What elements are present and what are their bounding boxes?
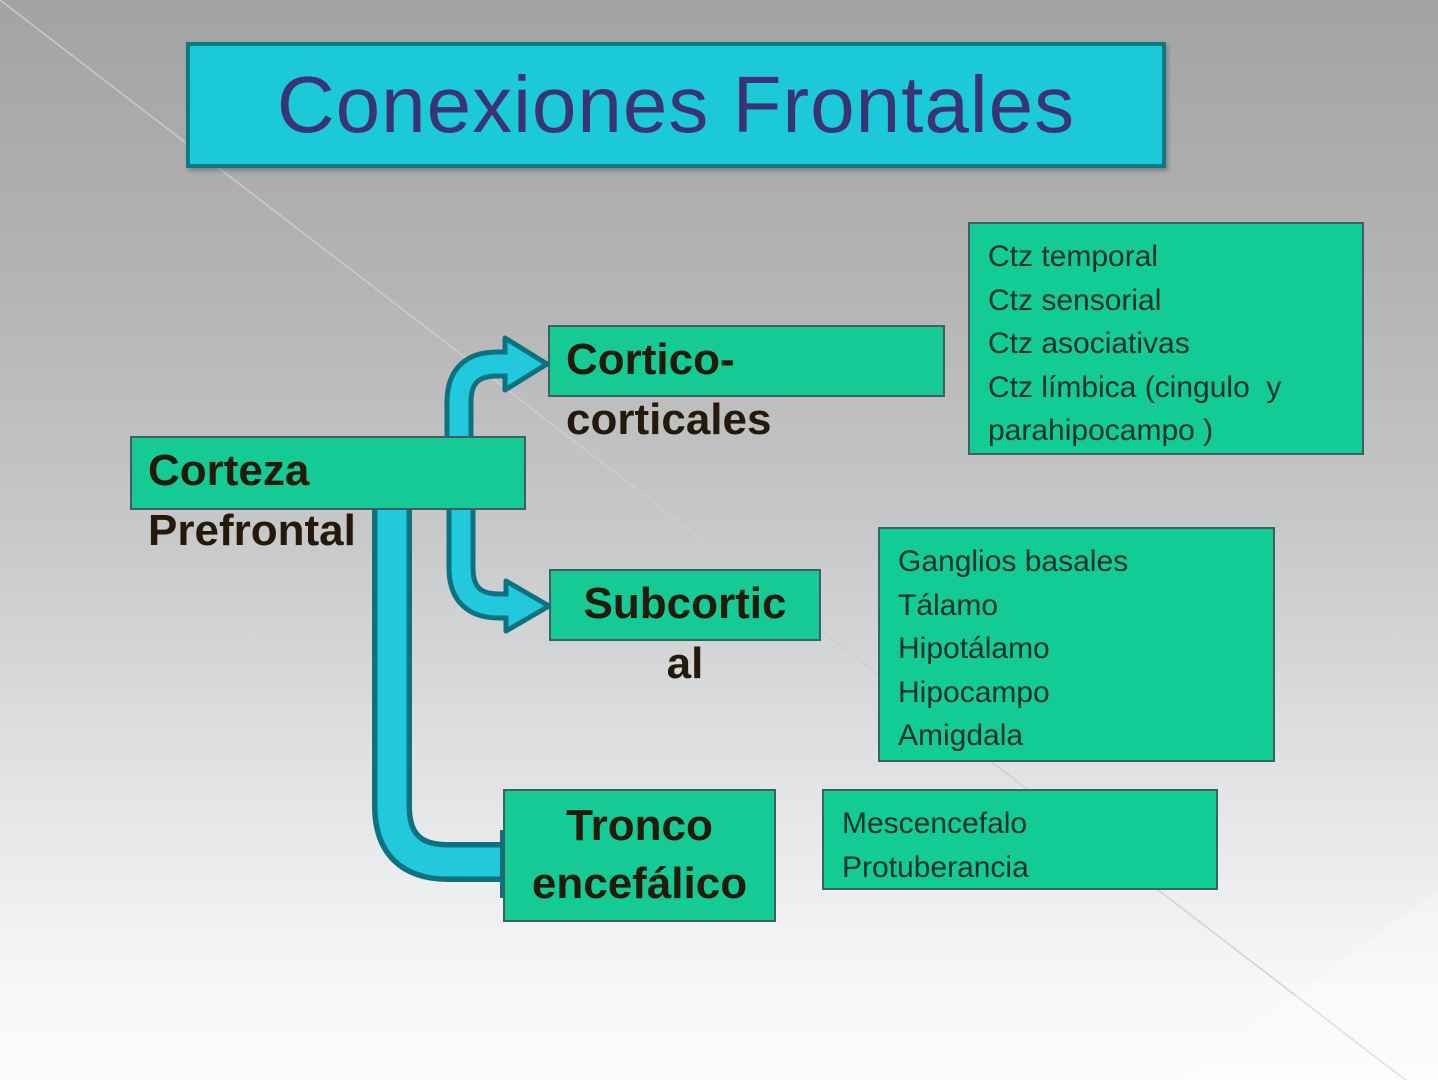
list-item: Mescencefalo: [842, 807, 1028, 840]
title-box: Conexiones Frontales: [186, 42, 1166, 168]
node-cortico-corticales: [548, 325, 945, 397]
node-subcortical: [549, 569, 821, 641]
list-item: parahipocampo ): [988, 414, 1214, 447]
arrow-to-subcortical-icon: [446, 506, 552, 634]
list-subcortical-targets: Ganglios basales Tálamo Hipotálamo Hipoc…: [878, 527, 1275, 762]
list-cortico-targets: Ctz temporal Ctz sensorial Ctz asociativ…: [968, 222, 1364, 455]
list-item: Ganglios basales: [898, 545, 1129, 578]
node-cortico-corticales-label: Cortico- corticales: [566, 335, 772, 444]
list-item: Protuberancia: [842, 850, 1029, 884]
list-item: Ctz sensorial: [988, 283, 1162, 317]
node-corteza-prefrontal-label: Corteza Prefrontal: [148, 446, 356, 555]
node-corteza-prefrontal: [130, 436, 526, 510]
list-item: Ctz temporal: [988, 240, 1159, 273]
node-tronco-encefalico: [503, 789, 776, 922]
list-item: Ctz límbica (cingulo y: [988, 370, 1282, 404]
list-item: Ctz asociativas: [988, 327, 1190, 360]
node-tronco-encefalico-label: Tronco encefálico: [531, 801, 748, 908]
list-item: Tálamo: [898, 588, 999, 622]
list-tronco-targets: Mescencefalo Protuberancia: [822, 789, 1218, 890]
arrow-to-cortico-icon: [444, 335, 550, 444]
list-item: Hipotálamo: [898, 632, 1050, 665]
page-title: Conexiones Frontales: [276, 60, 1076, 149]
list-item: Amigdala: [898, 719, 1024, 752]
list-item: Hipocampo: [898, 675, 1050, 709]
node-subcortical-label: Subcortic al: [583, 579, 787, 688]
